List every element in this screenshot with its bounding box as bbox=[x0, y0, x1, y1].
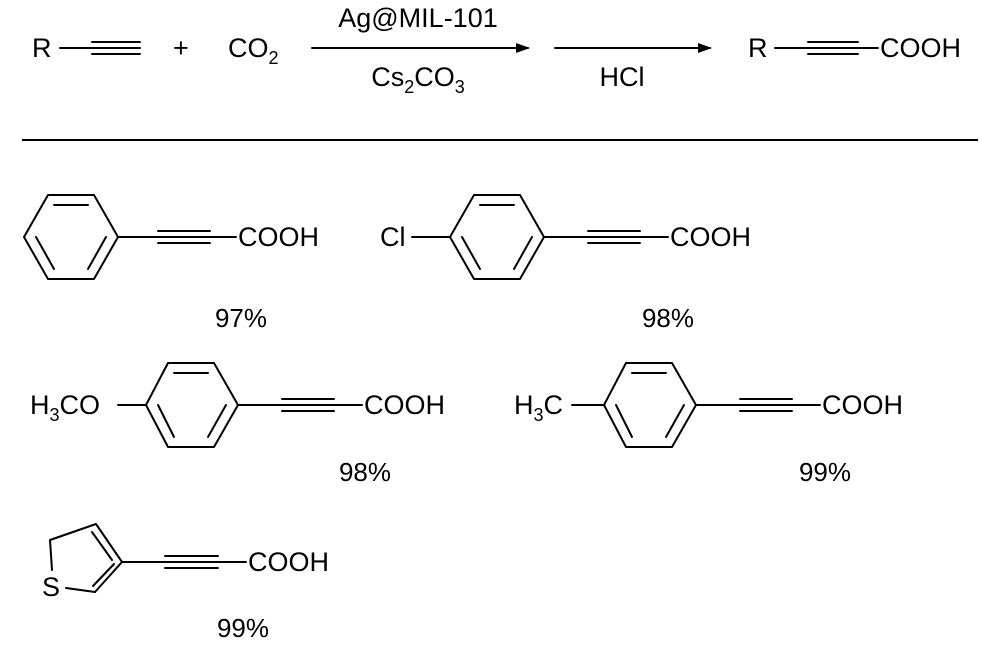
product-3-yield: 98% bbox=[339, 457, 391, 487]
reactant-r-label: R bbox=[32, 33, 52, 63]
product-methoxyphenyl-structure bbox=[117, 362, 363, 448]
product-3-acid-label: COOH bbox=[364, 390, 445, 420]
product-chlorophenyl-structure bbox=[411, 194, 669, 280]
plus-sign: + bbox=[173, 33, 189, 63]
product-4-acid-label: COOH bbox=[822, 390, 903, 420]
product-methylphenyl-structure bbox=[571, 362, 821, 448]
product-5-acid-label: COOH bbox=[248, 547, 329, 577]
workup-label: HCl bbox=[600, 62, 645, 92]
product-phenyl-structure bbox=[23, 194, 237, 280]
product-1-acid-label: COOH bbox=[238, 222, 319, 252]
co2-label: CO2 bbox=[228, 33, 279, 68]
product-3-substituent: H3CO bbox=[30, 390, 100, 425]
product-2-substituent: Cl bbox=[380, 222, 406, 252]
product-thienyl-structure bbox=[49, 523, 247, 593]
reactant-alkyne bbox=[59, 41, 141, 55]
product-2-yield: 98% bbox=[642, 303, 694, 333]
catalyst-label: Ag@MIL-101 bbox=[338, 3, 497, 33]
product-alkyne bbox=[774, 41, 879, 55]
product-r-label: R bbox=[748, 33, 768, 63]
product-cooh-label: COOH bbox=[880, 33, 961, 63]
product-1-yield: 97% bbox=[215, 303, 267, 333]
product-4-yield: 99% bbox=[799, 457, 851, 487]
base-label: Cs2CO3 bbox=[371, 62, 465, 97]
product-5-yield: 99% bbox=[217, 613, 269, 643]
product-5-heteroatom: S bbox=[42, 572, 60, 602]
product-4-substituent: H3C bbox=[514, 390, 563, 425]
product-2-acid-label: COOH bbox=[670, 222, 751, 252]
